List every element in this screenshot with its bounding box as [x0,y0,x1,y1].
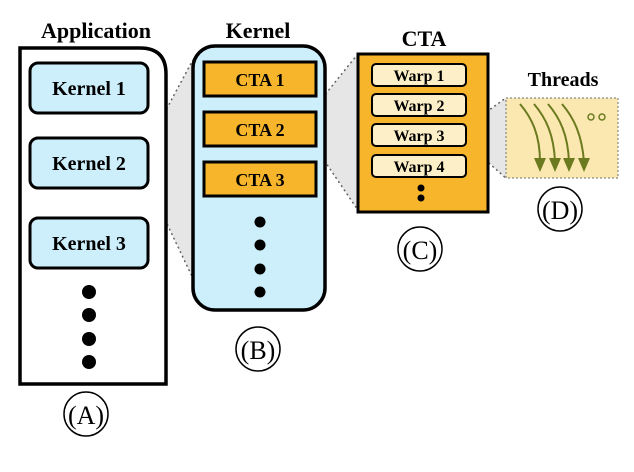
ellipsis-dots-a [82,285,96,369]
thread-idle-dots [587,113,606,121]
ellipsis-dots-c [417,184,425,202]
warp-box-2 [371,93,467,117]
kernel-box-2-label: Kernel 2 [52,153,126,175]
warp-box-3 [371,123,467,147]
kernel-box-3 [28,216,150,270]
warp-box-3-label: Warp 3 [393,128,444,145]
cta-box-1-label: CTA 1 [235,70,284,90]
threads-container [505,97,619,179]
cta-box-1 [202,60,318,98]
tag-d-label: (D) [542,196,578,225]
warp-box-1 [371,63,467,87]
threads-title: Threads [528,69,599,91]
cta-title: CTA [402,26,447,51]
application-container [18,46,168,386]
zoom-wedge-a-b [150,60,193,278]
tag-b-circle [235,326,281,372]
kernel-title: Kernel [226,18,291,43]
thread-arrows-icon [519,103,585,163]
thread-arrowheads [534,158,590,172]
kernel-box-1-label: Kernel 1 [52,78,126,100]
cta-box-3-label: CTA 3 [235,170,284,190]
application-title: Application [41,18,151,43]
kernel-box-1 [28,61,150,115]
tag-a-circle [63,391,109,437]
cta-box-2-label: CTA 2 [235,120,284,140]
warp-box-1-label: Warp 1 [393,68,444,85]
warp-box-4-label: Warp 4 [393,159,444,176]
cta-box-2 [202,110,318,148]
warp-box-4 [371,154,467,178]
cta-box-3 [202,160,318,198]
tag-d-circle [537,186,583,232]
tag-c-circle [397,226,443,272]
kernel-box-3-label: Kernel 3 [52,233,126,255]
tag-b-label: (B) [241,336,276,365]
tag-a-label: (A) [68,401,104,430]
ellipsis-dots-b [254,216,266,298]
tag-c-label: (C) [403,236,438,265]
kernel-box-2 [28,136,150,190]
warp-box-2-label: Warp 2 [393,98,444,115]
connector-cta-threads-bottom [469,145,507,179]
